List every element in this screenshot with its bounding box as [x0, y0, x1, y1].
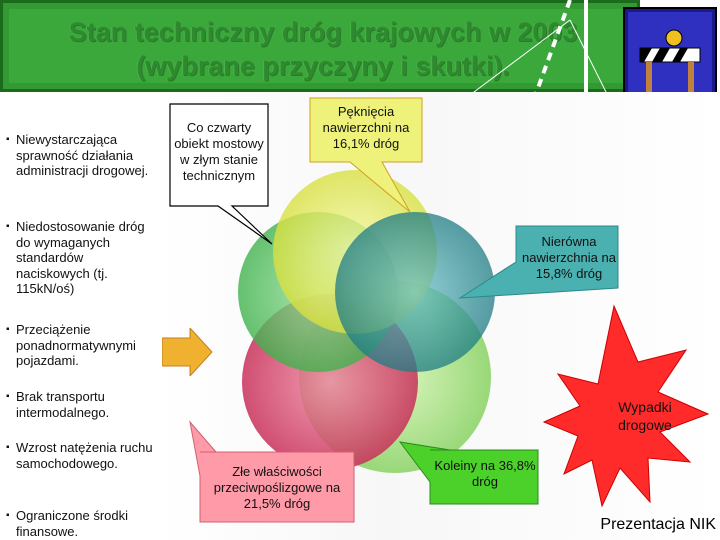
cause-item: ▪ Wzrost natężenia ruchu samochodowego.	[6, 440, 153, 471]
road-barrier-icon	[623, 7, 717, 117]
bullet-icon: ▪	[6, 391, 10, 402]
bullet-icon: ▪	[6, 442, 10, 453]
cause-item: ▪ Przeciążenie ponadnormatywnymi pojazda…	[6, 322, 136, 368]
callout-accidents: Wypadki drogowe	[606, 398, 684, 434]
bullet-icon: ▪	[6, 510, 10, 521]
cause-item: ▪ Ograniczone środki finansowe.	[6, 508, 128, 539]
callout-accidents-text: Wypadki drogowe	[618, 399, 672, 433]
cause-item: ▪ Niedostosowanie dróg do wymaganych sta…	[6, 219, 145, 296]
bullet-icon: ▪	[6, 221, 10, 232]
callout-cracks-text: Pęknięcia nawierzchni na 16,1% dróg	[322, 104, 410, 151]
overlapping-circles	[238, 170, 495, 473]
arrow-right-icon	[162, 328, 213, 376]
callout-ruts-text: Koleiny na 36,8% dróg	[434, 458, 536, 489]
callout-uneven: Nierówna nawierzchnia na 15,8% dróg	[516, 234, 622, 282]
slide-subtitle: (wybrane przyczyny i skutki).	[136, 51, 510, 81]
callout-skid: Złe właściwości przeciwpoślizgowe na 21,…	[202, 464, 352, 512]
slide-title: Stan techniczny dróg krajowych w 2003	[68, 17, 578, 47]
footer-label: Prezentacja NIK	[600, 516, 716, 533]
bullet-icon: ▪	[6, 134, 10, 145]
callout-cracks: Pęknięcia nawierzchni na 16,1% dróg	[308, 104, 424, 152]
callout-bridge-text: Co czwarty obiekt mostowy w złym stanie …	[174, 120, 264, 183]
callout-skid-text: Złe właściwości przeciwpoślizgowe na 21,…	[213, 464, 341, 511]
callout-uneven-text: Nierówna nawierzchnia na 15,8% dróg	[522, 234, 616, 281]
causes-panel: ▪ Niewystarczająca sprawność działania a…	[0, 92, 160, 540]
callout-ruts: Koleiny na 36,8% dróg	[432, 458, 538, 490]
cause-item: ▪ Brak transportu intermodalnego.	[6, 389, 110, 420]
circle-teal	[335, 212, 495, 372]
cause-item: ▪ Niewystarczająca sprawność działania a…	[6, 132, 149, 178]
callout-bridge: Co czwarty obiekt mostowy w złym stanie …	[172, 120, 266, 184]
title-band: Stan techniczny dróg krajowych w 2003 (w…	[0, 0, 640, 92]
callout-shapes	[169, 97, 710, 523]
bullet-icon: ▪	[6, 324, 10, 335]
